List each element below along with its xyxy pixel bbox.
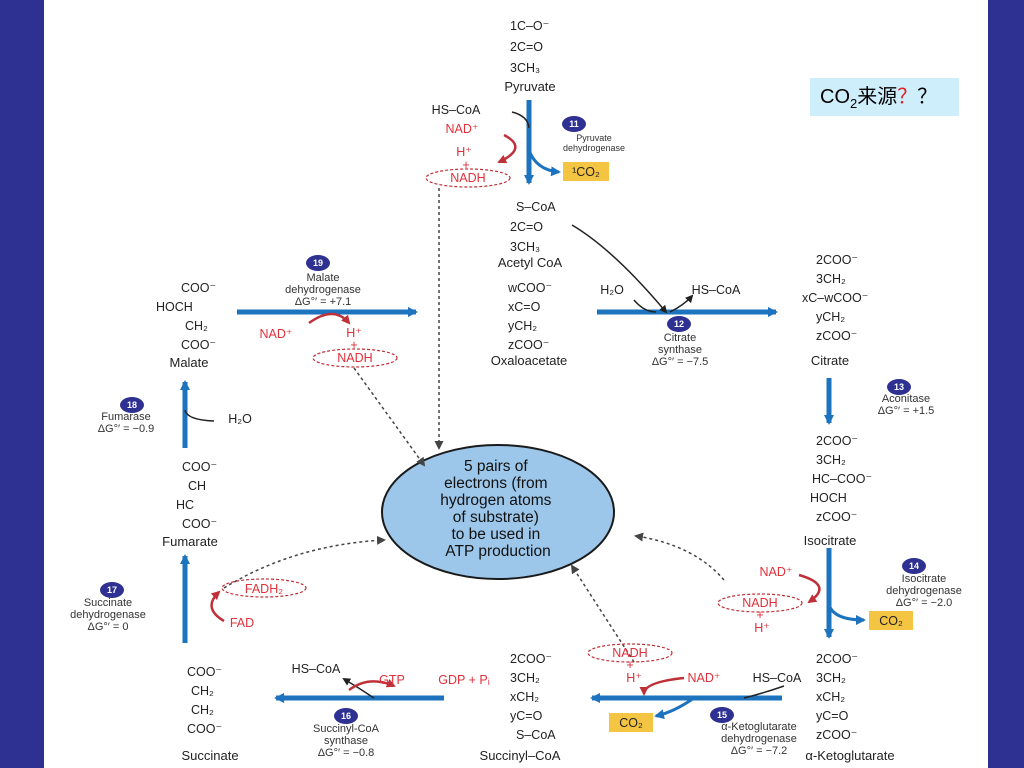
co2-highlight (563, 162, 609, 181)
electron-flow-arrows (223, 188, 725, 663)
enzyme-16-num: 16 (341, 711, 351, 721)
nad-label: NAD⁺ (760, 565, 793, 579)
plus-label: + (626, 658, 633, 672)
fad-label: FAD (230, 616, 254, 630)
nadh-label: NADH (612, 646, 647, 660)
h2o-label: H₂O (600, 283, 624, 297)
plus-label: + (756, 608, 763, 622)
enzyme-17-num: 17 (107, 585, 117, 595)
co2-label: CO₂ (879, 614, 903, 628)
plus-label: + (462, 158, 469, 172)
oxaloacetate-label: Oxaloacetate (491, 353, 568, 368)
slide: 5 pairs of electrons (from hydrogen atom… (44, 0, 988, 768)
enzyme-12-num: 12 (674, 319, 684, 329)
nad-label: NAD⁺ (688, 671, 721, 685)
citric-acid-cycle-diagram: 5 pairs of electrons (from hydrogen atom… (70, 19, 962, 763)
enzyme-14-num: 14 (909, 561, 919, 571)
acetyl-coa-label: Acetyl CoA (498, 255, 563, 270)
main-flow-arrows (180, 100, 834, 703)
gtp-label: GTP (379, 673, 405, 687)
plus-label: + (350, 338, 357, 352)
citrate-label: Citrate (811, 353, 849, 368)
enzyme-badges (100, 116, 926, 724)
h-plus-label: H⁺ (754, 621, 770, 635)
center-text: 5 pairs of electrons (from hydrogen atom… (440, 458, 555, 560)
callout-question-mark: ？ (897, 86, 918, 108)
nadh-label: NADH (450, 171, 485, 185)
co2-source-callout: CO2来源？？ (810, 78, 959, 116)
enzyme-13-num: 13 (894, 382, 904, 392)
fadh2-label: FADH₂ (245, 582, 283, 596)
h-plus-label: H⁺ (346, 326, 362, 340)
pyruvate-label: Pyruvate (504, 79, 555, 94)
fumarate-label: Fumarate (162, 534, 218, 549)
callout-question-mark: ？ (917, 86, 938, 108)
nad-reduction-curves (210, 133, 821, 696)
malate-label: Malate (169, 355, 208, 370)
isocitrate-label: Isocitrate (804, 533, 857, 548)
callout-main: 来源 (857, 86, 898, 108)
enzyme-11-num: 11 (569, 119, 579, 129)
hs-coa-label: HS–CoA (753, 671, 802, 685)
hs-coa-label: HS–CoA (432, 103, 481, 117)
akg-label: α-Ketoglutarate (805, 748, 894, 763)
hs-coa-label: HS–CoA (692, 283, 741, 297)
reduced-carrier-ovals (221, 168, 803, 663)
co2-release-arrows (527, 149, 866, 720)
succinyl-coa-label: Succinyl–CoA (480, 748, 561, 763)
hs-coa-label: HS–CoA (292, 662, 341, 676)
co2-label: CO₂ (619, 716, 643, 730)
enzyme-15-num: 15 (717, 710, 727, 720)
succinate-label: Succinate (181, 748, 238, 763)
callout-prefix: CO (820, 86, 850, 108)
nadh-label: NADH (742, 596, 777, 610)
co2-highlight (869, 611, 913, 630)
enzyme-19-num: 19 (313, 258, 323, 268)
nadh-label: NADH (337, 351, 372, 365)
nad-label: NAD⁺ (260, 327, 293, 341)
electron-pool-ellipse (381, 444, 615, 580)
nad-label: NAD⁺ (446, 122, 479, 136)
cofactor-curves (184, 111, 785, 699)
h-plus-label: H⁺ (456, 145, 472, 159)
gdp-pi-label: GDP + Pᵢ (438, 673, 489, 687)
h2o-label: H₂O (228, 412, 252, 426)
callout-sub: 2 (850, 96, 858, 111)
co2-highlight (609, 713, 653, 732)
h-plus-label: H⁺ (626, 671, 642, 685)
enzyme-18-num: 18 (127, 400, 137, 410)
co2-label: ¹CO₂ (572, 165, 600, 179)
